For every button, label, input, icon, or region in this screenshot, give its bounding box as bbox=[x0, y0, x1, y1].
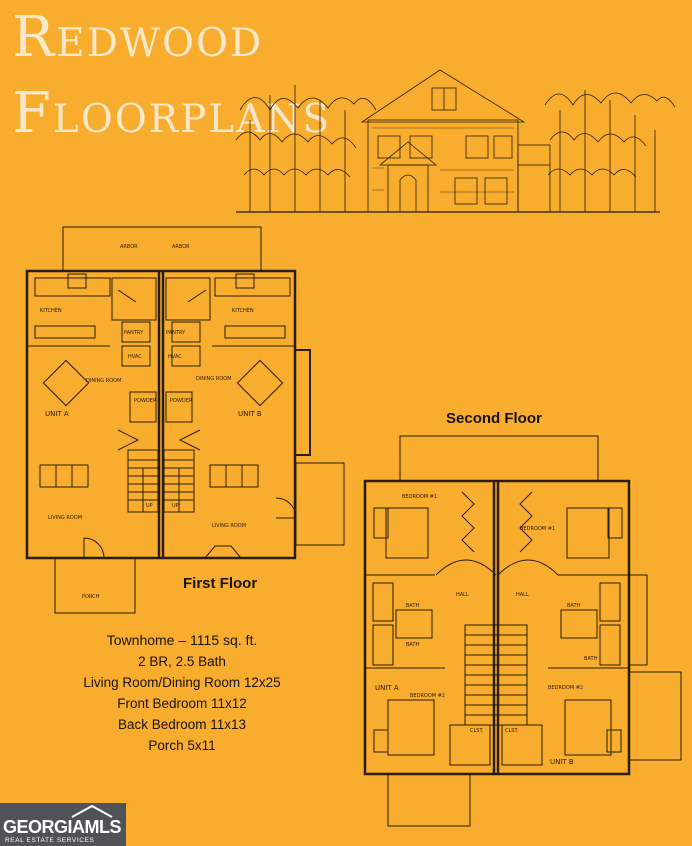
roof-icon bbox=[71, 804, 113, 818]
logo-tagline: REAL ESTATE SERVICES bbox=[5, 837, 95, 844]
room-living-b: LIVING ROOM bbox=[212, 523, 247, 529]
room-bath-a1: BATH bbox=[406, 603, 420, 609]
room-bedroom2-a: BEDROOM #2 bbox=[410, 693, 446, 699]
room-living-a: LIVING ROOM bbox=[48, 515, 83, 521]
first-floor-plan bbox=[25, 226, 345, 614]
room-closet-a: CLST. bbox=[470, 728, 484, 734]
house-elevation bbox=[235, 69, 676, 213]
room-powder-b: POWDER bbox=[170, 398, 193, 404]
unit-b-label-2: UNIT B bbox=[550, 758, 574, 766]
unit-b-label: UNIT B bbox=[238, 410, 262, 418]
room-powder-a: POWDER bbox=[134, 398, 157, 404]
room-porch: PORCH bbox=[82, 594, 100, 600]
room-hvac-b: HVAC bbox=[168, 354, 182, 360]
stair-up-a: UP bbox=[146, 503, 153, 509]
spec-line-front-bedroom: Front Bedroom 11x12 bbox=[117, 696, 247, 711]
stair-up-b: UP bbox=[172, 503, 179, 509]
room-bath-b2: BATH bbox=[584, 656, 598, 662]
unit-a-label: UNIT A bbox=[45, 410, 69, 418]
room-closet-b: CLST. bbox=[505, 728, 519, 734]
room-dining-a: DINING ROOM bbox=[86, 378, 122, 384]
spec-line-bedrooms: 2 BR, 2.5 Bath bbox=[138, 654, 226, 669]
spec-line-living: Living Room/Dining Room 12x25 bbox=[83, 675, 281, 690]
georgia-mls-logo: GEORGIAMLS REAL ESTATE SERVICES bbox=[0, 803, 126, 846]
room-kitchen-a: KITCHEN bbox=[40, 308, 62, 314]
spec-line-townhome: Townhome – 1115 sq. ft. bbox=[106, 632, 258, 648]
logo-brand: GEORGIAMLS bbox=[3, 817, 122, 837]
room-kitchen-b: KITCHEN bbox=[232, 308, 254, 314]
room-pantry-b: PANTRY bbox=[166, 330, 186, 336]
unit-a-label-2: UNIT A bbox=[375, 684, 399, 692]
room-bedroom1-a: BEDROOM #1 bbox=[402, 494, 438, 500]
second-floor-label: Second Floor bbox=[446, 410, 542, 427]
room-bath-a2: BATH bbox=[406, 642, 420, 648]
room-dining-b: DINING ROOM bbox=[196, 376, 232, 382]
spec-line-back-bedroom: Back Bedroom 11x13 bbox=[117, 717, 247, 732]
room-hall-b: HALL bbox=[516, 592, 529, 598]
room-hall-a: HALL bbox=[456, 592, 469, 598]
spec-line-porch: Porch 5x11 bbox=[148, 738, 216, 753]
room-bath-b1: BATH bbox=[567, 603, 581, 609]
title-line-1: Redwood bbox=[12, 5, 264, 70]
title-line-2: Floorplans bbox=[12, 81, 332, 146]
second-floor-plan bbox=[363, 435, 682, 827]
room-arbor-a: ARBOR bbox=[120, 244, 138, 250]
first-floor-label: First Floor bbox=[183, 575, 258, 592]
unit-specs: Townhome – 1115 sq. ft. 2 BR, 2.5 Bath L… bbox=[62, 630, 302, 756]
room-pantry-a: PANTRY bbox=[124, 330, 144, 336]
room-hvac-a: HVAC bbox=[128, 354, 142, 360]
room-arbor-b: ARBOR bbox=[172, 244, 190, 250]
room-bedroom1-b: BEDROOM #1 bbox=[520, 526, 556, 532]
room-bedroom2-b: BEDROOM #2 bbox=[548, 685, 584, 691]
